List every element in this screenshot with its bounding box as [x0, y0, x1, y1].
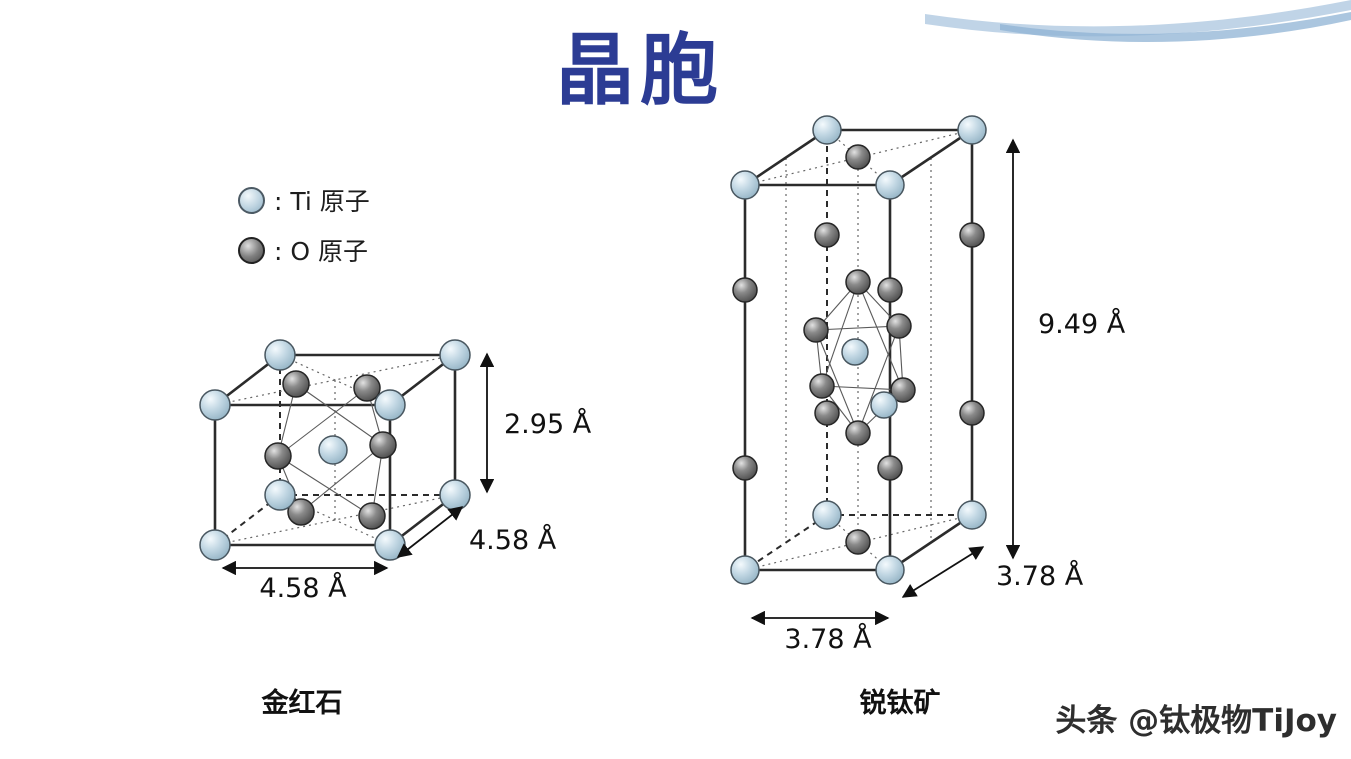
o-atom	[959, 400, 985, 426]
o-atom	[890, 377, 916, 403]
o-atom	[845, 269, 871, 295]
ti-atom	[264, 479, 296, 511]
legend-o-label: : O 原子	[274, 237, 368, 266]
ti-atom	[199, 389, 231, 421]
o-atom	[282, 370, 310, 398]
anatase-o-atoms	[732, 144, 985, 555]
o-atom	[877, 277, 903, 303]
rutile-depth-arrow	[396, 506, 464, 558]
ti-atom	[812, 500, 842, 530]
ti-atom-icon	[238, 186, 265, 214]
ti-atom	[841, 338, 869, 366]
swoosh-decoration	[925, 0, 1351, 43]
o-atom	[886, 313, 912, 339]
legend-row-o: : O 原子	[238, 232, 370, 268]
ti-atom	[875, 170, 905, 200]
anatase-ti-atoms	[730, 115, 987, 585]
anatase-unit-cell: 9.49 Å 3.78 Å 3.78 Å 锐钛矿	[730, 115, 1126, 719]
ti-atom	[957, 500, 987, 530]
swoosh-ribbon-dark	[1000, 12, 1351, 43]
o-atom	[358, 502, 386, 530]
o-atom	[353, 374, 381, 402]
o-atom	[814, 222, 840, 248]
o-atom	[732, 277, 758, 303]
anatase-height-label: 9.49 Å	[1038, 308, 1126, 340]
ti-atom	[730, 555, 760, 585]
ti-atom	[812, 115, 842, 145]
swoosh-ribbon-light	[925, 0, 1351, 37]
rutile-width-label: 4.58 Å	[259, 572, 347, 604]
o-atom	[809, 373, 835, 399]
anatase-dimension-arrows	[750, 138, 1021, 626]
o-atom	[803, 317, 829, 343]
anatase-width-label: 3.78 Å	[784, 623, 872, 655]
ti-atom	[318, 435, 348, 465]
ti-atom	[439, 479, 471, 511]
ti-atom	[374, 389, 406, 421]
ti-atom	[870, 391, 898, 419]
o-atom	[845, 529, 871, 555]
o-atom	[814, 400, 840, 426]
o-atom-icon	[238, 236, 265, 264]
rutile-unit-cell: 2.95 Å 4.58 Å 4.58 Å 金红石	[199, 339, 592, 719]
anatase-octahedron-lines	[815, 281, 904, 434]
ti-atom	[875, 555, 905, 585]
o-atom	[264, 442, 292, 470]
legend: : Ti 原子 : O 原子	[238, 182, 370, 282]
ti-atom	[957, 115, 987, 145]
o-atom	[845, 144, 871, 170]
ti-atom	[730, 170, 760, 200]
watermark: 头条 @钛极物TiJoy	[1055, 703, 1337, 739]
rutile-name-label: 金红石	[261, 687, 343, 719]
o-atom	[845, 420, 871, 446]
legend-ti-label: : Ti 原子	[274, 187, 370, 216]
o-atom	[732, 455, 758, 481]
o-atom	[877, 455, 903, 481]
legend-row-ti: : Ti 原子	[238, 182, 370, 218]
anatase-name-label: 锐钛矿	[860, 687, 941, 719]
anatase-depth-label: 3.78 Å	[996, 560, 1084, 592]
ti-atom	[199, 529, 231, 561]
o-atom	[287, 498, 315, 526]
page-title: 晶胞	[555, 26, 724, 116]
ti-atom	[439, 339, 471, 371]
rutile-height-label: 2.95 Å	[504, 408, 592, 440]
o-atom	[369, 431, 397, 459]
rutile-o-atoms	[264, 370, 397, 530]
anatase-hidden-edges	[744, 130, 972, 571]
rutile-dimension-arrows	[221, 352, 495, 576]
rutile-depth-label: 4.58 Å	[469, 524, 557, 556]
ti-atom	[264, 339, 296, 371]
rutile-construction-lines	[214, 354, 456, 546]
anatase-depth-arrow	[901, 546, 985, 598]
o-atom	[959, 222, 985, 248]
